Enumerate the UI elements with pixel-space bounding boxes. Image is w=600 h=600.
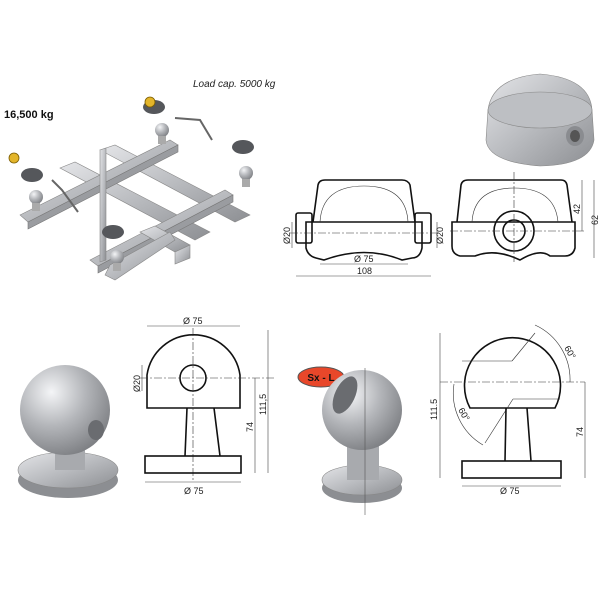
ball-height-stem-dim: 74	[245, 422, 255, 432]
cap-width-dim: 108	[357, 266, 372, 276]
cap-side-drawing: 42 62	[450, 172, 600, 262]
cap-height-total-dim: 62	[590, 215, 600, 225]
weight-label: 16,500 kg	[4, 109, 54, 121]
ball-diameter-dim: Ø 75	[183, 316, 203, 326]
ball-coupling-icon	[29, 123, 253, 271]
ball-coupling-3d-left	[17, 365, 119, 498]
ball-angle-top-dim: 60°	[562, 344, 578, 361]
ball-side-drawing: 60° 60° 111.5 74 Ø 75	[429, 324, 586, 496]
load-capacity-label: Load cap. 5000 kg	[193, 79, 276, 90]
cap-inner-diameter-dim: Ø 75	[354, 254, 374, 264]
cap-hole-left-dim: Ø20	[282, 227, 292, 244]
ball-side-height-total-dim: 111.5	[429, 399, 439, 420]
ball-side-base-diameter-dim: Ø 75	[500, 486, 520, 496]
ball-base-diameter-dim: Ø 75	[184, 486, 204, 496]
cap-front-drawing: Ø20 Ø20 Ø 75 108	[282, 179, 445, 277]
ball-coupling-3d-middle	[321, 368, 403, 515]
cap-height-partial-dim: 42	[572, 204, 582, 214]
variant-badge-label: Sx - L	[307, 373, 334, 384]
ball-side-height-stem-dim: 74	[575, 427, 585, 437]
ball-height-total-dim: 111,5	[258, 394, 268, 415]
ball-hole-dim: Ø20	[132, 375, 142, 392]
cap-3d-illustration	[485, 73, 595, 167]
cap-hole-right-dim: Ø20	[435, 227, 445, 244]
ball-front-drawing: Ø 75 Ø20 111,5 74 Ø 75	[132, 316, 275, 496]
pin-icon	[8, 96, 213, 213]
frame-assembly-illustration	[8, 96, 254, 281]
